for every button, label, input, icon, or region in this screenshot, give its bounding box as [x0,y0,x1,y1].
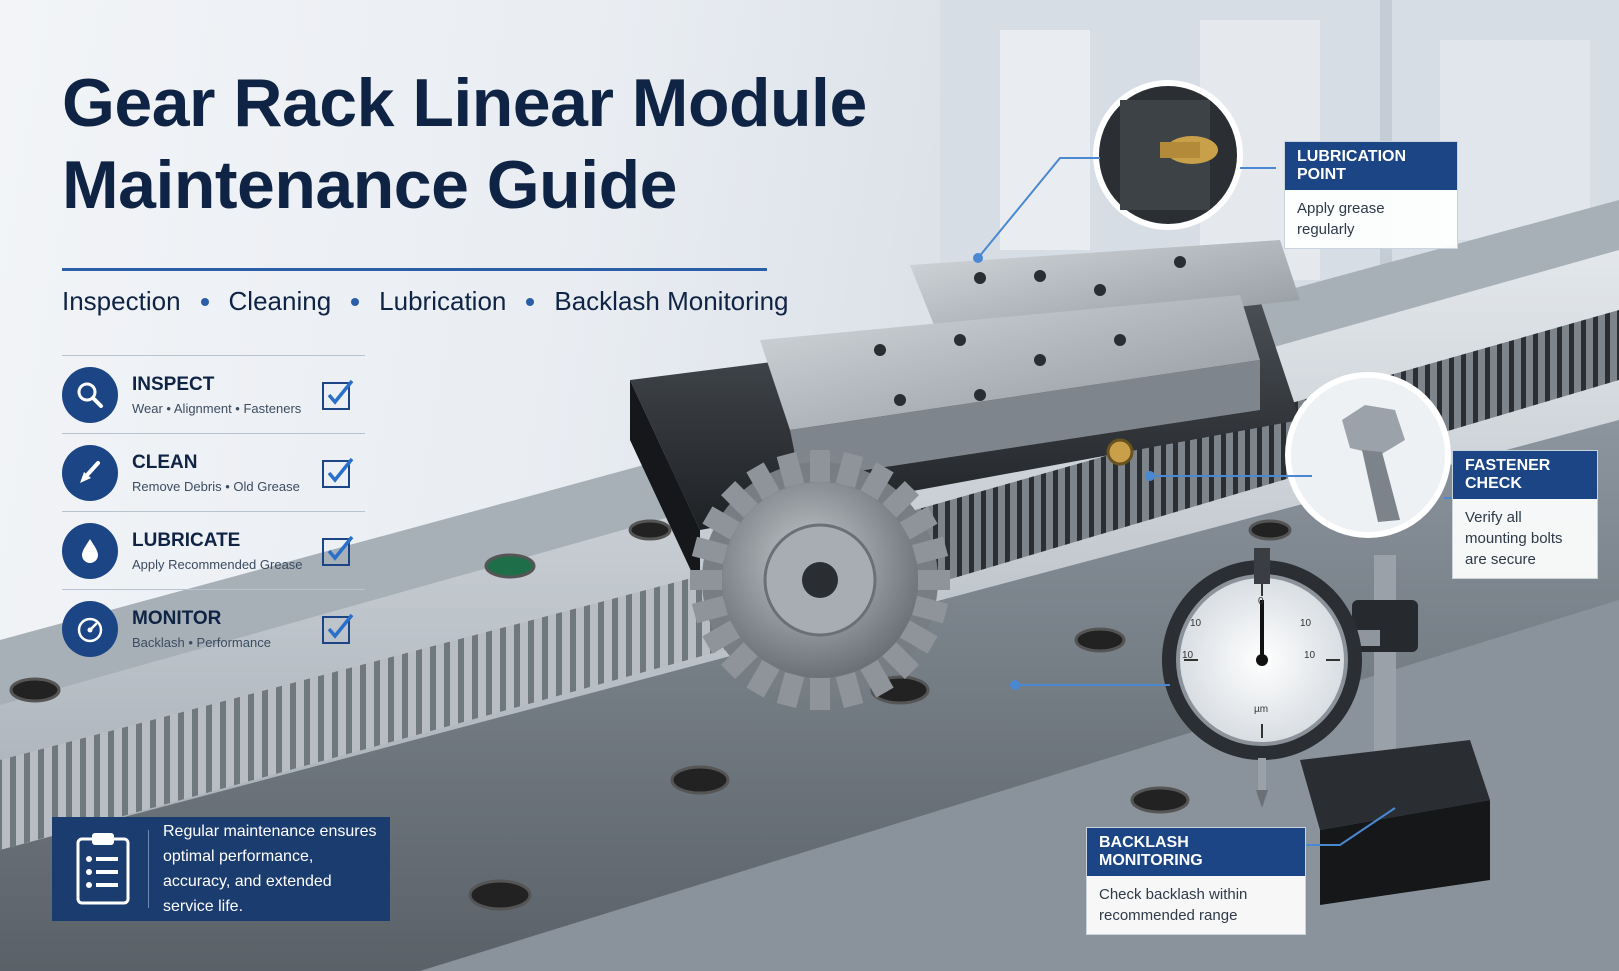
callout-label: FASTENER CHECK [1453,451,1597,499]
topic-inspection: Inspection [62,286,181,316]
page-title: Gear Rack Linear Module Maintenance Guid… [62,62,867,226]
page-title-line-2: Maintenance Guide [62,147,677,223]
step-monitor: MONITOR Backlash • Performance [62,589,365,667]
maintenance-note-box: Regular maintenance ensures optimal perf… [52,817,390,921]
step-lubricate: LUBRICATE Apply Recommended Grease [62,511,365,589]
magnifier-icon [62,366,118,423]
bullet-dot [351,297,360,306]
gauge-label-left-lower: 10 [1182,650,1194,661]
page-title-line-1: Gear Rack Linear Module [62,65,867,141]
bullet-dot [200,297,209,306]
checkbox-checked-icon [322,379,354,410]
callout-backlash-monitoring: BACKLASH MONITORING Check backlash withi… [1086,827,1306,935]
oil-drop-icon [62,522,118,579]
gauge-label-right-upper: 10 [1300,618,1312,629]
topic-backlash-monitoring: Backlash Monitoring [554,286,789,316]
gauge-label-left-upper: 10 [1190,618,1202,629]
gauge-label-right-lower: 10 [1304,650,1316,661]
step-subtitle: Backlash • Performance [132,634,271,650]
brush-icon [62,444,118,501]
maintenance-steps-list: INSPECT Wear • Alignment • Fasteners CLE… [62,355,365,667]
note-divider [148,830,149,908]
topic-list: Inspection Cleaning Lubrication Backlash… [62,286,789,317]
callout-description: Check backlash within recommended range [1099,886,1248,924]
step-inspect: INSPECT Wear • Alignment • Fasteners [62,355,365,433]
callout-lubrication-point: LUBRICATION POINT Apply grease regularly [1284,141,1458,249]
callout-fastener-check: FASTENER CHECK Verify all mounting bolts… [1452,450,1598,579]
callout-description: Apply grease regularly [1297,200,1385,238]
step-clean: CLEAN Remove Debris • Old Grease [62,433,365,511]
callout-label: BACKLASH MONITORING [1087,828,1305,876]
title-divider [62,268,767,271]
topic-lubrication: Lubrication [379,286,507,316]
bullet-dot [526,297,535,306]
step-title: INSPECT [132,373,215,395]
step-title: CLEAN [132,451,198,473]
callout-label: LUBRICATION POINT [1285,142,1457,190]
clipboard-checklist-icon [76,833,130,905]
gauge-label-top: 0 [1258,596,1264,607]
topic-cleaning: Cleaning [228,286,332,316]
gauge-dial-labels: 0 10 10 10 10 µm [1176,596,1348,718]
step-title: LUBRICATE [132,529,241,551]
step-subtitle: Wear • Alignment • Fasteners [132,400,302,416]
step-subtitle: Remove Debris • Old Grease [132,478,300,494]
callout-description: Verify all mounting bolts are secure [1465,509,1563,568]
checkbox-checked-icon [322,457,354,488]
step-title: MONITOR [132,607,222,629]
step-subtitle: Apply Recommended Grease [132,556,303,572]
gauge-unit-label: µm [1254,704,1269,715]
gauge-icon [62,600,118,657]
checkbox-checked-icon [322,535,354,566]
maintenance-note-text: Regular maintenance ensures optimal perf… [163,823,377,915]
checkbox-checked-icon [322,613,354,644]
